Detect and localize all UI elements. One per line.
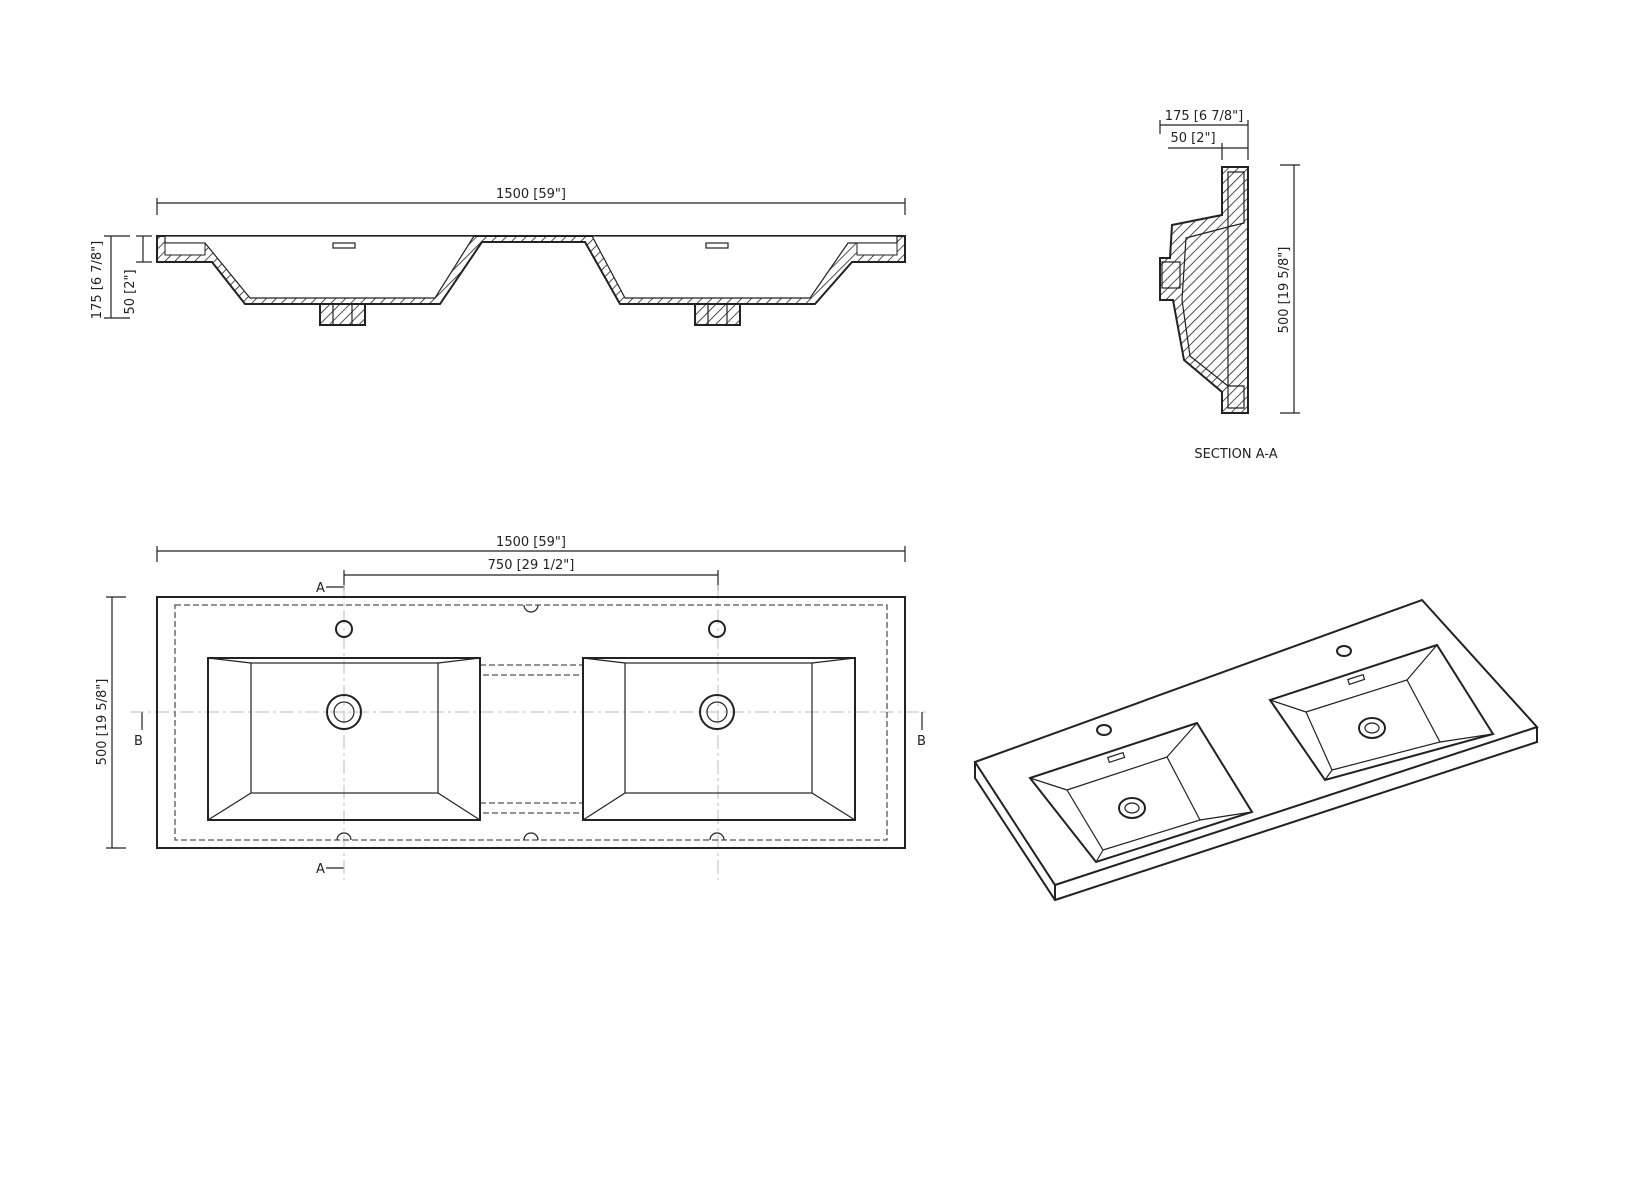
section-b-marker: B [917,734,926,749]
mounting-notches [336,604,725,841]
iso-edge [974,727,1538,902]
drain-icon [1358,717,1386,739]
plan-width-label: 1500 [59"] [496,535,566,550]
section-view: 175 [6 7/8"] 50 [2"] 500 [19 5/8"] SECTI… [1159,109,1300,462]
height-dimensions: 175 [6 7/8"] 50 [2"] [90,235,152,319]
basin-left [207,620,481,821]
hidden-rib [479,664,584,676]
height-label: 175 [6 7/8"] [90,241,105,319]
plan-spacing-label: 750 [29 1/2"] [488,558,575,573]
hidden-underside-outline [174,604,888,841]
plan-depth-label: 500 [19 5/8"] [95,679,110,766]
drain-icon [326,694,362,730]
section-a-marker: A [316,862,325,877]
isometric-view [973,598,1539,902]
overflow-slot [332,242,356,249]
plan-view: 1500 [59"] 750 [29 1/2"] 500 [19 5/8"] A… [95,535,930,880]
iso-basin-right [1268,643,1495,782]
iso-top-face [973,598,1539,887]
basin-profile-interior [164,235,898,299]
tap-hole [1336,645,1352,657]
drain-icon [1118,797,1146,819]
section-overflow-port [1161,261,1181,289]
section-title: SECTION A-A [1194,447,1277,462]
section-deck-label: 50 [2"] [1170,131,1215,146]
section-b-marker: B [134,734,143,749]
section-a-marker: A [316,581,325,596]
section-profile [1159,166,1249,414]
front-view: 1500 [59"] 175 [6 7/8"] 50 [2"] [90,187,906,326]
hidden-rib [479,802,584,814]
drain-bore [707,303,728,326]
drain-bore [332,303,353,326]
tap-hole [1096,724,1112,736]
countertop-outline [156,596,906,849]
width-dimension: 1500 [59"] [156,187,906,215]
overflow-slot [1107,751,1126,764]
width-label: 1500 [59"] [496,187,566,202]
overflow-slot [705,242,729,249]
section-depth-label: 175 [6 7/8"] [1165,109,1243,124]
tap-hole [335,620,353,638]
drain-stub [694,303,741,326]
flange-cavity [856,242,898,256]
basin-right [582,620,856,821]
deck-label: 50 [2"] [123,269,138,314]
iso-basin-left [1028,721,1254,864]
section-interior [1181,171,1245,409]
drain-icon [699,694,735,730]
tap-hole [708,620,726,638]
drain-stub [319,303,366,326]
flange-cavity [164,242,206,256]
section-length-label: 500 [19 5/8"] [1277,247,1292,334]
overflow-slot [1347,673,1366,686]
